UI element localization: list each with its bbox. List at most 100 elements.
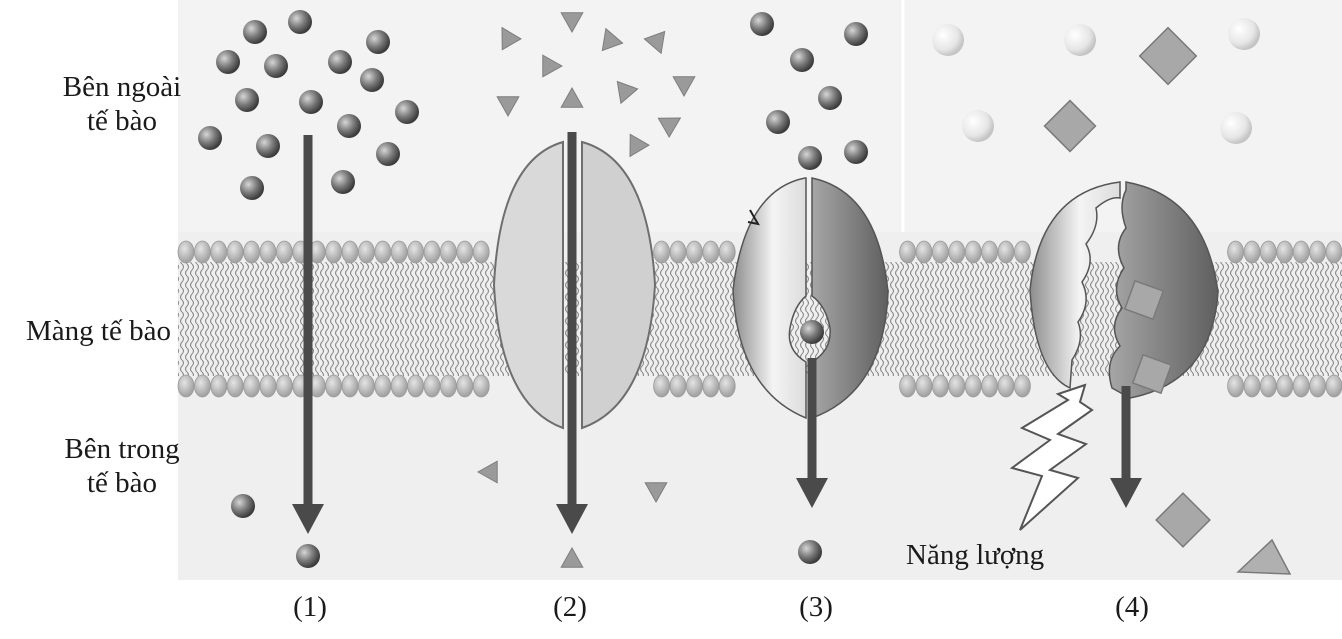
phospholipid-head xyxy=(439,240,457,264)
phospholipid-head xyxy=(1309,374,1326,398)
phospholipid-head xyxy=(964,374,982,398)
molecule-sphere xyxy=(800,320,824,344)
phospholipid-head xyxy=(341,374,359,398)
arrow-panel-2-head xyxy=(556,504,588,534)
molecule-triangle xyxy=(644,482,668,504)
phospholipid-head xyxy=(456,240,474,264)
molecule-sphere xyxy=(264,54,288,78)
molecule-sphere xyxy=(818,86,842,110)
phospholipid-head xyxy=(226,240,244,264)
molecule-sphere xyxy=(231,494,255,518)
phospholipid-head xyxy=(193,240,211,264)
inside-label: Bên trong tế bào xyxy=(42,432,202,500)
phospholipid-head xyxy=(390,240,408,264)
phospholipid-head xyxy=(374,374,392,398)
phospholipid-head xyxy=(981,374,998,398)
molecule-triangle xyxy=(601,27,624,52)
molecule-diamond xyxy=(1155,492,1211,548)
molecule-diamond xyxy=(1043,99,1097,153)
molecule-sphere xyxy=(256,134,280,158)
phospholipid-head xyxy=(1325,374,1342,398)
phospholipid-head xyxy=(1014,374,1031,398)
phospholipid-head xyxy=(325,240,343,264)
molecule-sphere xyxy=(750,12,774,36)
phospholipid-head xyxy=(997,374,1015,398)
pump-protein xyxy=(1029,181,1219,399)
phospholipid-head xyxy=(456,374,474,398)
molecule-sphere xyxy=(243,20,267,44)
phospholipid-head xyxy=(1260,240,1277,264)
molecule-sphere xyxy=(962,110,994,142)
phospholipid-head xyxy=(702,374,720,398)
phospholipid-head xyxy=(275,240,293,264)
molecule-sphere xyxy=(790,48,814,72)
outside-label: Bên ngoài tế bào xyxy=(42,70,202,138)
phospholipid-head xyxy=(1227,374,1244,398)
inside-label-line1: Bên trong xyxy=(64,433,180,465)
molecule-sphere xyxy=(240,176,264,200)
molecule-sphere xyxy=(331,170,355,194)
phospholipid-head xyxy=(243,374,261,398)
outside-label-line2: tế bào xyxy=(86,105,158,137)
phospholipid-head xyxy=(357,374,375,398)
molecule-sphere xyxy=(844,22,868,46)
molecule-triangle xyxy=(560,86,584,108)
molecule-triangle xyxy=(501,26,522,51)
molecule-sphere xyxy=(337,114,361,138)
panel-number-3: (3) xyxy=(799,591,833,623)
molecule-diamond xyxy=(1131,353,1173,395)
molecule-sphere xyxy=(198,126,222,150)
phospholipid-head xyxy=(226,374,244,398)
molecule-triangle xyxy=(672,76,696,98)
phospholipid-head xyxy=(718,374,736,398)
phospholipid-head xyxy=(964,240,982,264)
phospholipid-head xyxy=(374,240,392,264)
phospholipid-head xyxy=(390,374,408,398)
phospholipid-head xyxy=(275,374,293,398)
molecule-sphere xyxy=(288,10,312,34)
molecule-triangle xyxy=(476,460,498,484)
carrier-protein xyxy=(732,177,889,420)
phospholipid-head xyxy=(325,374,343,398)
phospholipid-head xyxy=(948,374,966,398)
molecule-triangle xyxy=(560,12,584,34)
molecule-diamond xyxy=(1138,26,1198,86)
membrane-label: Màng tế bào xyxy=(26,315,171,347)
phospholipid-head xyxy=(899,374,916,398)
phospholipid-head xyxy=(177,374,195,398)
phospholipid-head xyxy=(686,240,703,264)
molecule-sphere xyxy=(798,146,822,170)
molecule-diamond-fragment xyxy=(1236,538,1292,575)
molecule-triangle xyxy=(560,546,584,568)
phospholipid-head xyxy=(686,374,703,398)
phospholipid-head xyxy=(932,240,949,264)
phospholipid-head xyxy=(702,240,720,264)
molecule-sphere xyxy=(766,110,790,134)
phospholipid-head xyxy=(899,240,916,264)
molecule-triangle xyxy=(496,96,520,118)
molecule-sphere xyxy=(296,544,320,568)
channel-protein xyxy=(492,140,657,430)
phospholipid-head xyxy=(997,240,1015,264)
panel-number-2: (2) xyxy=(553,591,587,623)
inside-label-line2: tế bào xyxy=(86,467,158,499)
molecule-triangle xyxy=(657,117,682,138)
phospholipid-head xyxy=(1292,374,1310,398)
panel-number-1: (1) xyxy=(293,591,327,623)
arrows-layer xyxy=(292,132,1142,534)
molecule-sphere xyxy=(216,50,240,74)
phospholipid-heads-top xyxy=(177,240,1342,264)
phospholipid-head xyxy=(259,240,277,264)
molecule-triangle xyxy=(629,133,650,158)
phospholipid-head xyxy=(1276,240,1294,264)
molecule-triangle xyxy=(643,30,666,55)
phospholipid-head xyxy=(1309,240,1326,264)
phospholipid-head xyxy=(423,240,441,264)
phospholipid-head xyxy=(948,240,966,264)
molecule-sphere xyxy=(360,68,384,92)
molecule-sphere xyxy=(395,100,419,124)
molecule-sphere xyxy=(932,24,964,56)
phospholipid-head xyxy=(439,374,457,398)
molecule-diamond xyxy=(1123,279,1165,321)
